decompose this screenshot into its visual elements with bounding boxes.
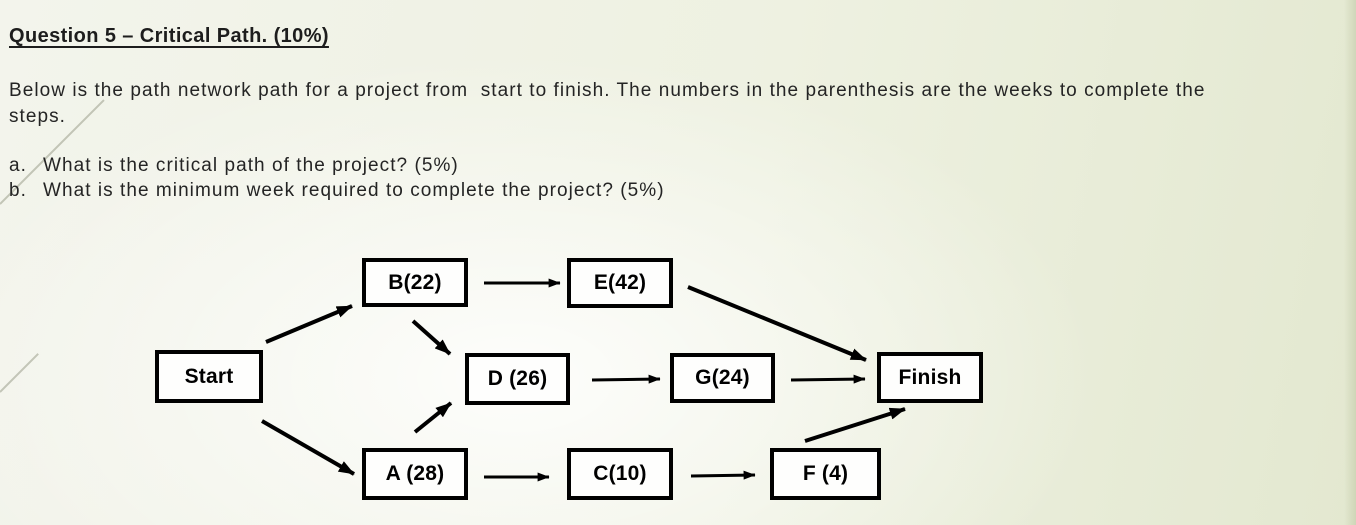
node-a: A (28) [362,448,468,500]
intro-paragraph: Below is the path network path for a pro… [9,78,1206,130]
node-d: D (26) [465,353,570,405]
question-a-marker: a. [9,155,27,176]
intro-line-1: Below is the path network path for a pro… [9,80,1206,101]
node-c: C(10) [567,448,673,500]
node-finish: Finish [877,352,983,403]
edge-start-to-a-arrow [261,419,355,476]
edge-e-to-finish-arrow [687,285,867,362]
intro-line-2: steps. [9,106,66,127]
node-b: B(22) [362,258,468,307]
question-b: b. What is the minimum week required to c… [9,178,665,204]
node-g: G(24) [670,353,775,403]
edge-c-to-f-arrow [690,470,756,480]
edge-f-to-finish-arrow [804,407,906,443]
edge-b-to-d-arrow [411,319,452,356]
question-title: Question 5 – Critical Path. (10%) [9,25,329,47]
edge-a-to-d-arrow [413,401,453,434]
question-a-text: What is the critical path of the project… [43,155,459,176]
right-edge-shading [1344,0,1356,525]
question-b-marker: b. [9,180,27,201]
edge-g-to-finish-arrow [790,374,866,384]
edge-start-to-b-arrow [265,304,353,344]
node-f: F (4) [770,448,881,500]
edge-d-to-g-arrow [591,374,661,384]
node-e: E(42) [567,258,673,308]
node-start: Start [155,350,263,403]
question-a: a. What is the critical path of the proje… [9,153,459,179]
question-b-text: What is the minimum week required to com… [43,180,665,201]
